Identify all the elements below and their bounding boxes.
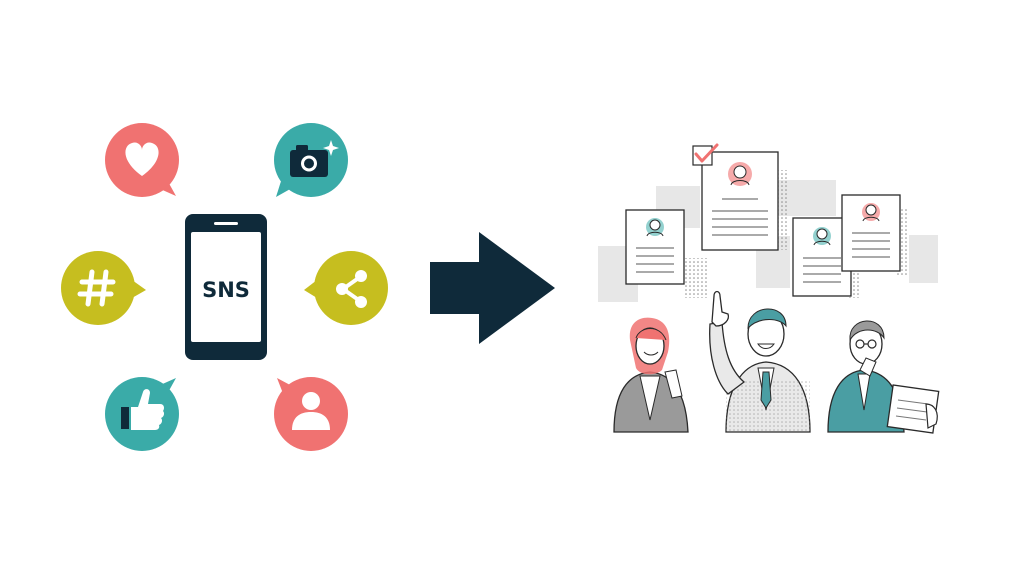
sns-cluster: SNS (61, 123, 388, 451)
profile-card (625, 209, 685, 285)
checkbox-checked-icon (692, 143, 719, 166)
user-bubble (274, 377, 348, 451)
smartphone: SNS (185, 214, 267, 360)
share-bubble (304, 251, 388, 325)
profile-card (841, 194, 901, 272)
person-man-pointing (709, 290, 811, 433)
avatar (649, 219, 661, 231)
camera-bubble (274, 123, 348, 197)
arrow-right-icon (430, 232, 555, 344)
avatar (865, 204, 877, 216)
camera-icon (290, 140, 339, 177)
thumbs-up-bubble (105, 377, 179, 451)
heart-bubble (105, 123, 179, 197)
profile-card (792, 217, 852, 297)
profiles-scene (598, 143, 940, 434)
phone-label: SNS (202, 278, 250, 302)
hashtag-icon (77, 269, 116, 307)
avatar (816, 228, 828, 240)
profile-card-selected (692, 143, 779, 251)
person-man-clipboard (827, 320, 940, 434)
hashtag-bubble (61, 251, 146, 325)
person-woman (613, 317, 689, 433)
user-icon (292, 392, 330, 430)
avatar (733, 165, 747, 179)
share-icon (336, 270, 367, 308)
thumbs-up-icon (121, 389, 165, 430)
heart-icon (125, 142, 159, 176)
